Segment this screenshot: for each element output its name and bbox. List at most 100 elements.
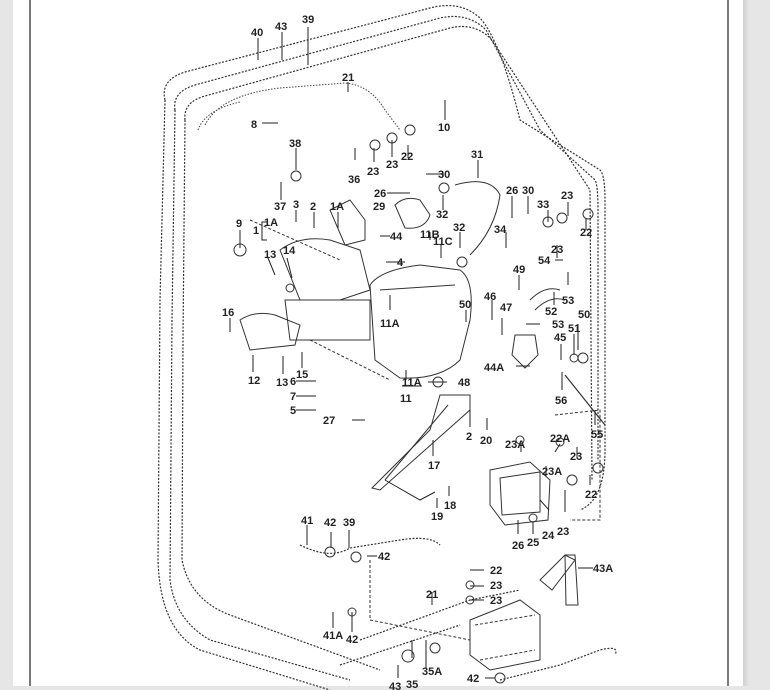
part-label: 42 bbox=[346, 634, 358, 646]
part-label: 36 bbox=[348, 174, 360, 186]
part-label: 17 bbox=[428, 460, 440, 472]
part-label: 22A bbox=[550, 433, 570, 445]
part-label: 26 bbox=[374, 188, 386, 200]
part-label: 11B bbox=[420, 229, 440, 241]
part-label: 22 bbox=[401, 151, 413, 163]
part-label: 55 bbox=[591, 429, 603, 441]
air-box bbox=[469, 599, 541, 671]
part-label: 39 bbox=[302, 14, 314, 26]
part-label: 29 bbox=[373, 201, 385, 213]
part-label: 42 bbox=[324, 517, 336, 529]
part-label: 43 bbox=[389, 681, 401, 690]
part-label: 1A bbox=[264, 217, 278, 229]
part-label: 47 bbox=[500, 302, 512, 314]
part-label: 23 bbox=[490, 580, 502, 592]
part-label: 38 bbox=[289, 138, 301, 150]
part-label: 23 bbox=[386, 159, 398, 171]
part-label: 11 bbox=[400, 393, 412, 405]
part-label: 35 bbox=[406, 679, 418, 690]
part-label: 43 bbox=[275, 21, 287, 33]
regulator-44A bbox=[511, 334, 539, 369]
part-label: 26 bbox=[512, 540, 524, 552]
part-label: 24 bbox=[542, 530, 555, 542]
part-label: 44A bbox=[484, 362, 504, 374]
part-label: 23 bbox=[561, 190, 573, 202]
part-label: 52 bbox=[545, 306, 557, 318]
part-label: 35A bbox=[422, 666, 442, 678]
part-label: 51 bbox=[568, 323, 580, 335]
part-label: 53 bbox=[562, 295, 574, 307]
part-label: 42 bbox=[378, 551, 390, 563]
part-label: 42 bbox=[467, 673, 479, 685]
leader-lines bbox=[229, 27, 596, 679]
part-labels: 40 43 39 21 8 10 38 36 23 23 22 30 31 26… bbox=[222, 14, 613, 690]
part-label: 39 bbox=[343, 517, 355, 529]
part-label: 11A bbox=[402, 377, 422, 389]
part-label: 6 bbox=[290, 376, 296, 388]
part-label: 23 bbox=[557, 526, 569, 538]
hose-31 bbox=[454, 181, 501, 256]
part-label: 22 bbox=[580, 227, 592, 239]
part-label: 1A bbox=[330, 201, 344, 213]
page-shadow bbox=[743, 0, 749, 690]
part-label: 40 bbox=[251, 27, 263, 39]
part-label: 26 bbox=[506, 185, 518, 197]
part-label: 54 bbox=[538, 255, 551, 267]
small-parts bbox=[233, 124, 604, 684]
part-label: 50 bbox=[578, 309, 590, 321]
viewer-bottom-strip bbox=[0, 686, 770, 690]
part-label: 15 bbox=[296, 369, 308, 381]
part-label: 14 bbox=[283, 245, 296, 257]
part-label: 1 bbox=[253, 225, 259, 237]
part-label: 41A bbox=[323, 630, 343, 642]
part-label: 27 bbox=[323, 415, 335, 427]
hose-52 bbox=[529, 288, 566, 311]
part-label: 3 bbox=[293, 199, 299, 211]
part-label: 23 bbox=[490, 595, 502, 607]
part-label: 48 bbox=[458, 377, 470, 389]
part-label: 7 bbox=[290, 391, 296, 403]
part-label: 23A bbox=[505, 439, 525, 451]
part-label: 19 bbox=[431, 511, 443, 523]
part-label: 8 bbox=[251, 119, 257, 131]
part-label: 53 bbox=[552, 319, 564, 331]
part-label: 18 bbox=[444, 500, 456, 512]
part-label: 33 bbox=[537, 199, 549, 211]
part-label: 22 bbox=[585, 489, 597, 501]
part-label: 11A bbox=[380, 318, 400, 330]
part-label: 44 bbox=[390, 231, 403, 243]
part-label: 49 bbox=[513, 264, 525, 276]
part-label: 9 bbox=[236, 218, 242, 230]
part-label: 23 bbox=[570, 451, 582, 463]
part-label: 5 bbox=[290, 405, 296, 417]
part-label: 30 bbox=[522, 185, 534, 197]
throttle-body-24 bbox=[489, 461, 551, 526]
part-label: 16 bbox=[222, 307, 234, 319]
intake-manifold bbox=[239, 197, 472, 381]
document-page bbox=[13, 0, 743, 686]
page-margin-rule-right bbox=[727, 0, 729, 686]
part-label: 21 bbox=[426, 589, 438, 601]
part-label: 31 bbox=[471, 149, 483, 161]
part-label: 13 bbox=[264, 249, 276, 261]
page-margin-rule-left bbox=[29, 0, 31, 686]
part-label: 25 bbox=[527, 537, 539, 549]
part-label: 23A bbox=[542, 466, 562, 478]
pump-43A bbox=[539, 554, 579, 606]
part-label: 32 bbox=[436, 209, 448, 221]
part-label: 2 bbox=[310, 201, 316, 213]
part-label: 46 bbox=[484, 291, 496, 303]
part-label: 22 bbox=[490, 565, 502, 577]
part-label: 23 bbox=[367, 166, 379, 178]
part-label: 4 bbox=[397, 257, 404, 269]
part-label: 37 bbox=[274, 201, 286, 213]
part-label: 34 bbox=[494, 224, 507, 236]
part-label: 13 bbox=[276, 377, 288, 389]
fuel-line-loops bbox=[157, 5, 606, 690]
part-label: 21 bbox=[342, 72, 354, 84]
part-label: 30 bbox=[438, 169, 450, 181]
part-label: 50 bbox=[459, 299, 471, 311]
part-label: 2 bbox=[466, 431, 472, 443]
part-label: 45 bbox=[554, 332, 566, 344]
